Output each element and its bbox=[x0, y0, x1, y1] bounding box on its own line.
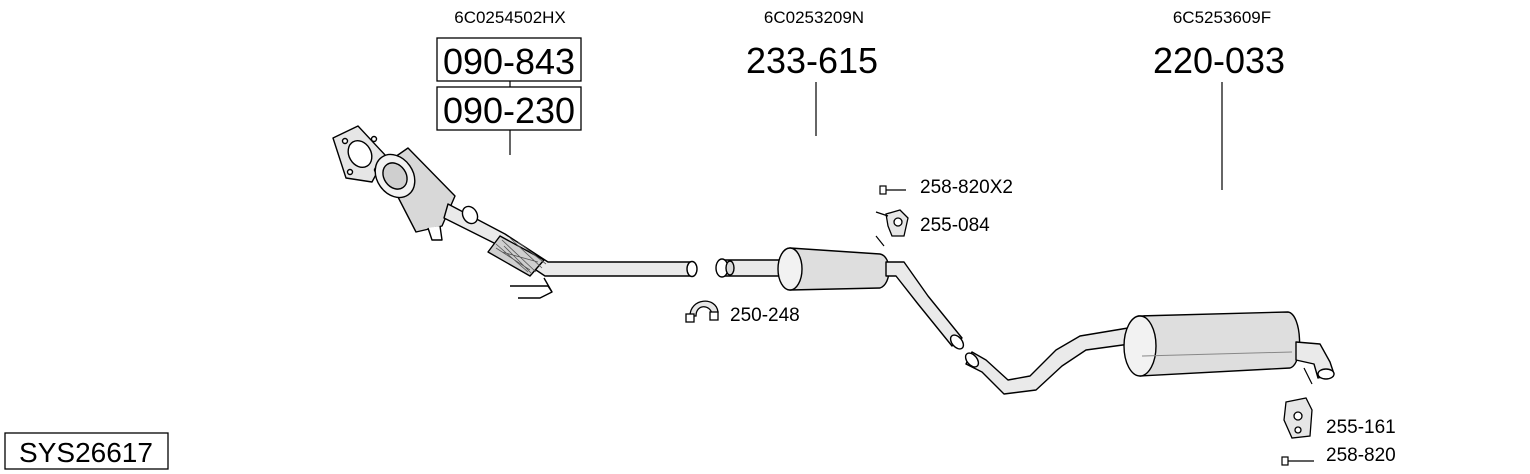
bolt-icon bbox=[879, 185, 906, 195]
system-code-box bbox=[4, 432, 169, 470]
part-box-front-pipe bbox=[436, 86, 582, 131]
fitting-label-clamp[interactable]: 250-248 bbox=[730, 305, 800, 326]
fitting-label-bolt-rear[interactable]: 258-820 bbox=[1326, 445, 1396, 466]
rear-silencer-icon bbox=[1123, 311, 1301, 377]
system-code: SYS26617 bbox=[19, 437, 153, 468]
oe-number-rear-silencer: 6C5253609F bbox=[1173, 8, 1271, 27]
tailpipe-icon bbox=[1295, 341, 1335, 385]
oe-number-middle-silencer: 6C0253209N bbox=[764, 8, 864, 27]
part-number-middle-silencer[interactable]: 233-615 bbox=[746, 40, 878, 81]
catalyst-assembly bbox=[332, 125, 698, 299]
rear-inlet-pipe-icon bbox=[964, 327, 1131, 395]
middle-silencer-icon bbox=[777, 235, 890, 291]
rubber-hanger-icon bbox=[1283, 397, 1313, 439]
bolt-icon bbox=[1281, 456, 1314, 466]
fitting-label-bolt[interactable]: 258-820X2 bbox=[920, 177, 1013, 198]
part-box-catalyst bbox=[436, 37, 582, 82]
rubber-hanger-icon bbox=[875, 209, 909, 237]
part-number-rear-silencer[interactable]: 220-033 bbox=[1153, 40, 1285, 81]
part-number-front-pipe[interactable]: 090-230 bbox=[443, 90, 575, 131]
pipe-clamp-icon bbox=[685, 300, 719, 323]
fitting-label-hanger-rear[interactable]: 255-161 bbox=[1326, 417, 1396, 438]
front-pipe-icon bbox=[443, 203, 698, 299]
middle-silencer-assembly bbox=[715, 235, 965, 350]
fitting-label-hanger[interactable]: 255-084 bbox=[920, 215, 990, 236]
part-number-catalyst[interactable]: 090-843 bbox=[443, 41, 575, 82]
middle-outlet-pipe-icon bbox=[885, 261, 965, 350]
rear-silencer-assembly bbox=[964, 311, 1335, 395]
oe-number-catalyst: 6C0254502HX bbox=[454, 8, 566, 27]
flange-icon bbox=[332, 125, 387, 183]
catalytic-converter-icon bbox=[374, 147, 456, 241]
middle-inlet-pipe-icon bbox=[715, 258, 791, 278]
